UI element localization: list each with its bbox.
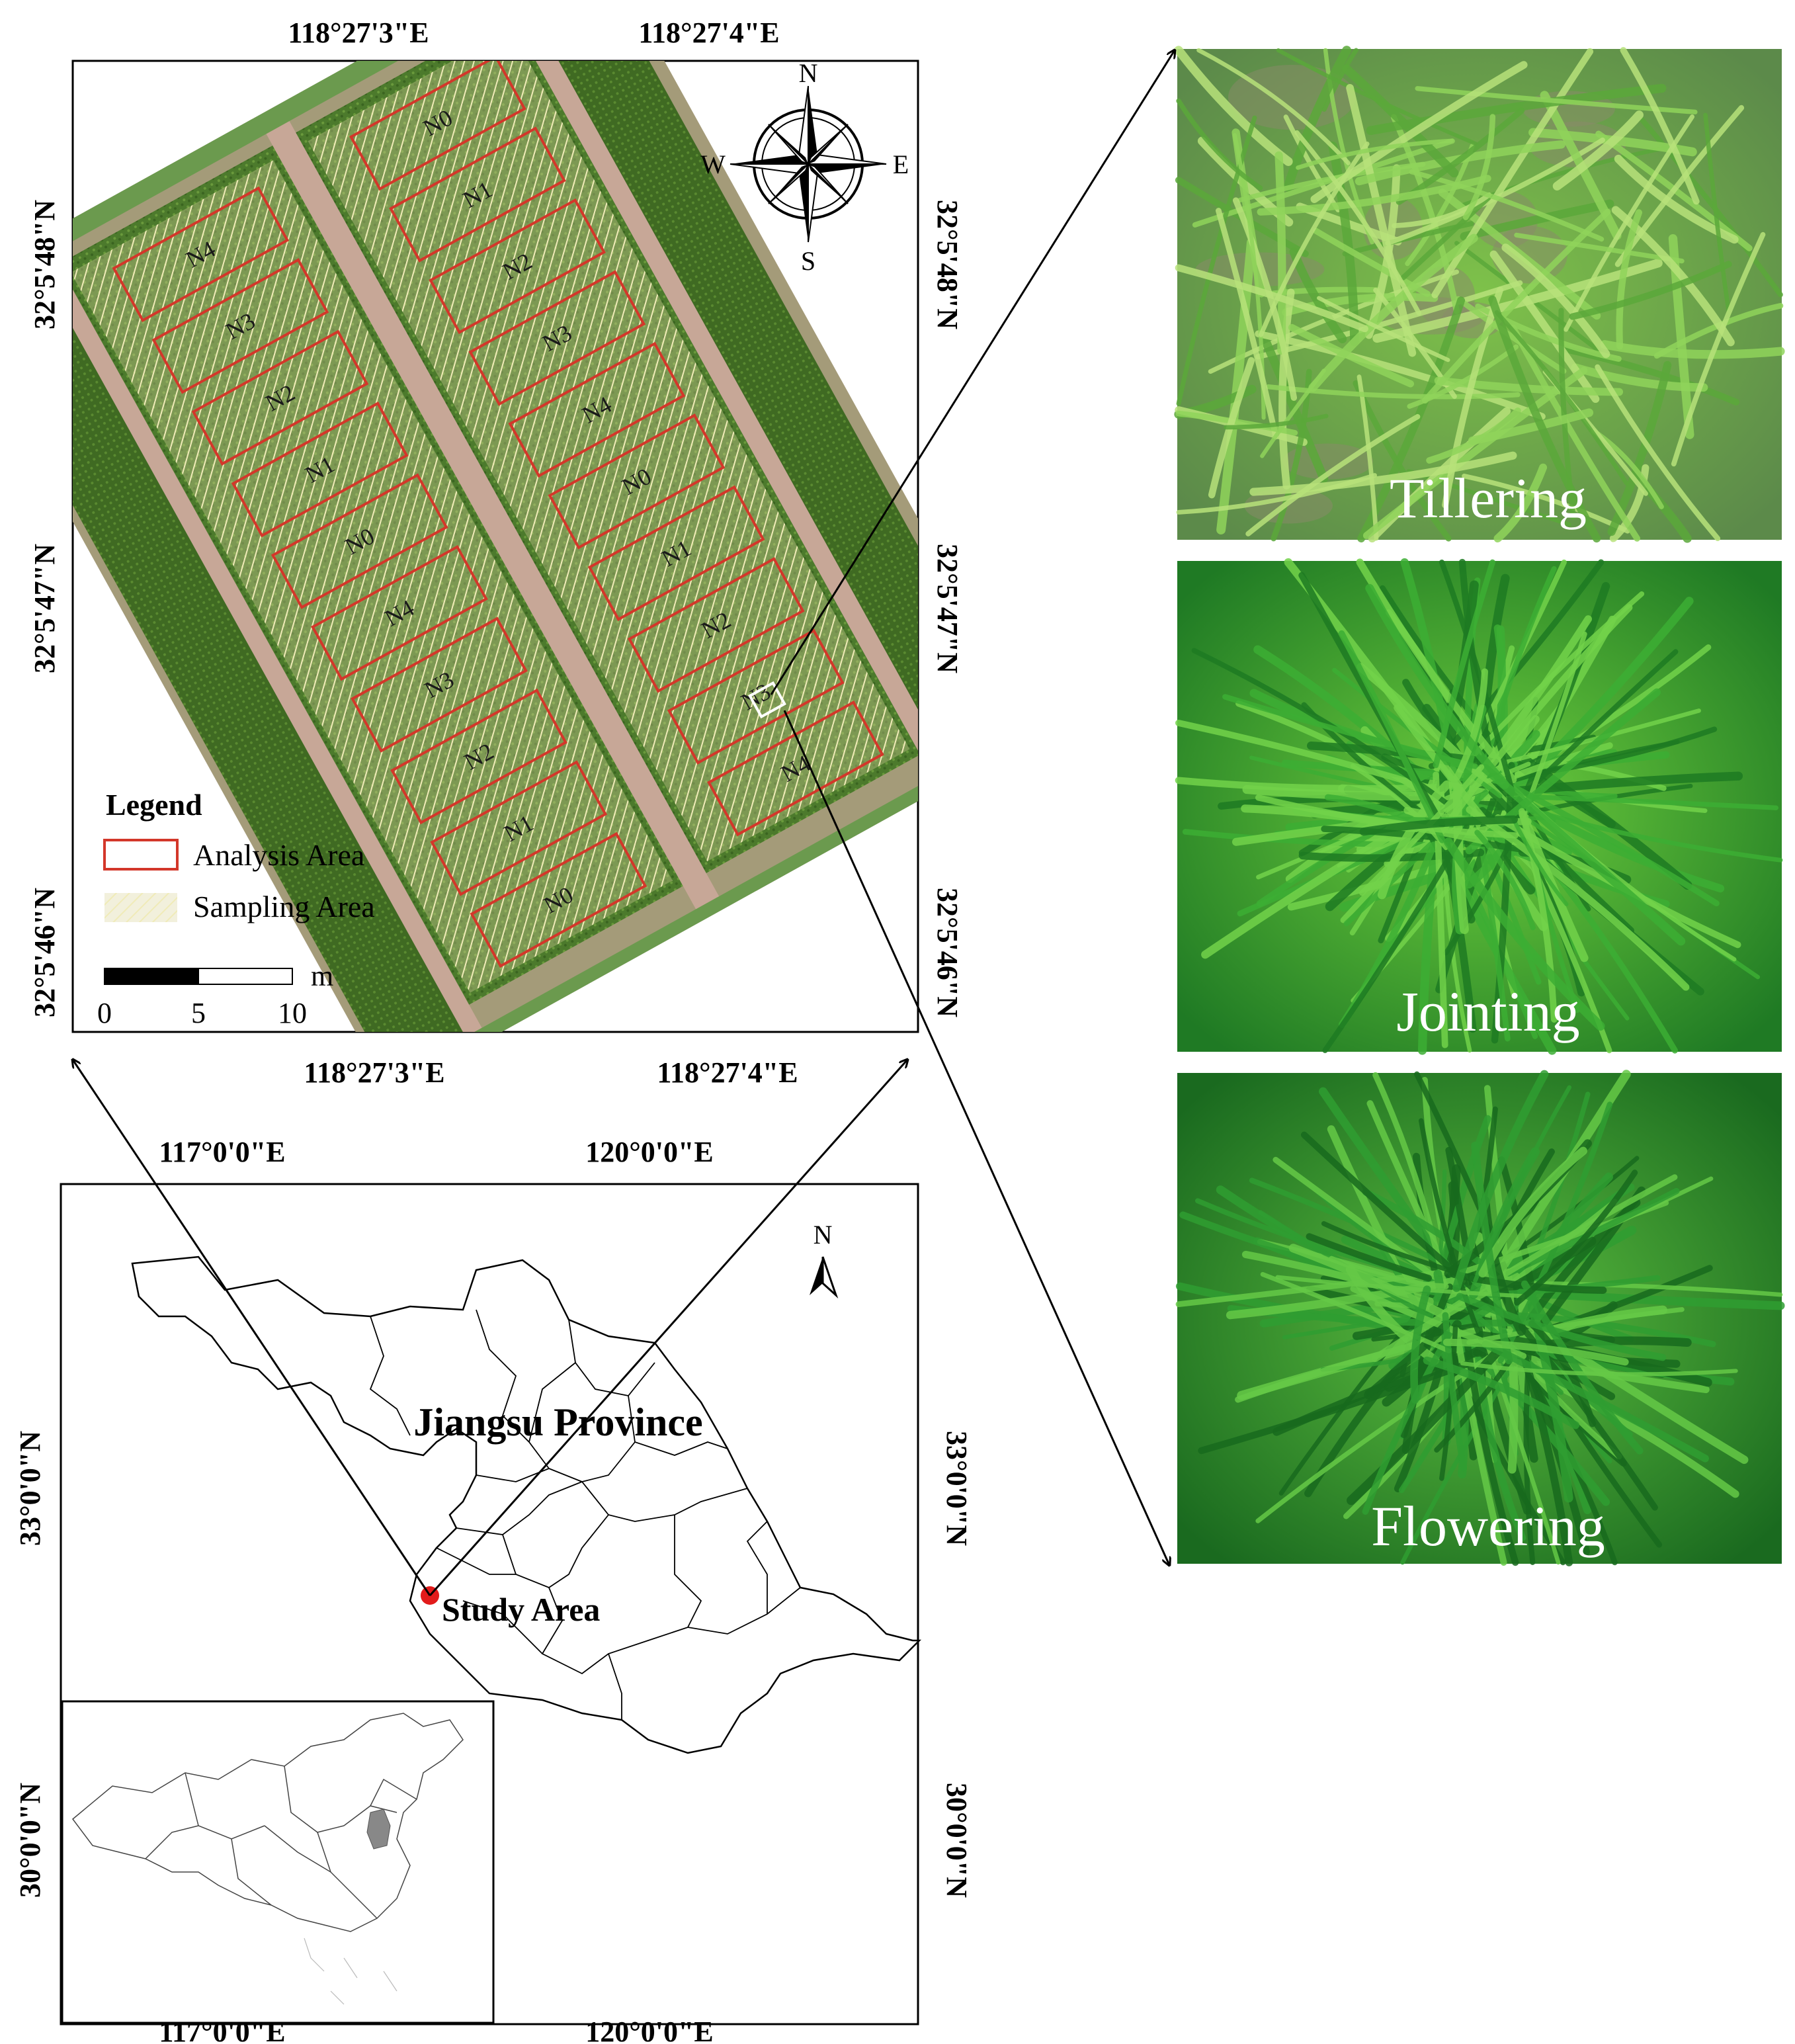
prov-top-coord-1: 117°0'0"E: [159, 1136, 285, 1168]
growth-stage-photos: Tillering Jointing Flowering: [1174, 46, 1785, 1566]
connector-arrows: [73, 50, 1175, 1596]
analysis-plot-left-3: [231, 402, 409, 538]
legend-analysis-swatch: [103, 839, 179, 871]
prov-bottom-coord-2: 120°0'0"E: [585, 2016, 714, 2044]
legend-sampling-label: Sampling Area: [193, 890, 375, 923]
arrow-to-field-right: [429, 1060, 907, 1596]
field-top-coord-2: 118°27'4"E: [638, 17, 779, 49]
prov-right-coord-2: 30°0'0"N: [940, 1783, 973, 1898]
photo-location-marker: [748, 681, 786, 719]
analysis-plot-left-6: [351, 617, 528, 753]
compass-w: W: [700, 149, 726, 179]
analysis-plot-right-1: [389, 126, 566, 263]
analysis-plot-left-1: [151, 258, 329, 394]
prov-left-coord-2: 30°0'0"N: [14, 1783, 46, 1898]
legend-title: Legend: [106, 788, 202, 822]
scale-unit: m: [311, 960, 333, 992]
analysis-plot-right-4: [508, 341, 686, 478]
arrow-to-field-left: [73, 1060, 431, 1596]
jiangsu-outline: [131, 1256, 922, 1754]
north-label: N: [814, 1220, 833, 1250]
scale-tick-5: 5: [191, 997, 206, 1029]
scale-bar: m 0 5 10: [97, 960, 333, 1029]
prov-right-coord-1: 33°0'0"N: [940, 1431, 973, 1546]
field-bottom-coord-2: 118°27'4"E: [657, 1056, 798, 1089]
analysis-plot-right-9: [707, 700, 884, 837]
legend-sampling-swatch: [104, 893, 177, 922]
compass-e: E: [893, 149, 909, 179]
prov-left-coord-1: 33°0'0"N: [14, 1431, 46, 1546]
field-right-coord-3: 32°5'46"N: [931, 888, 964, 1017]
analysis-plot-right-2: [429, 198, 606, 335]
analysis-plot-left-2: [191, 329, 369, 466]
arrow-to-tillering: [770, 50, 1175, 695]
field-bottom-coord-1: 118°27'3"E: [304, 1056, 444, 1089]
analysis-plot-right-8: [667, 628, 845, 765]
plots-left-column: [73, 160, 673, 993]
province-label: Jiangsu Province: [413, 1400, 702, 1444]
field-right-coord-1: 32°5'48"N: [931, 200, 964, 329]
rice-blades-jointing: [1175, 558, 1783, 1055]
analysis-plot-left-8: [430, 760, 608, 896]
china-inset: [61, 1700, 495, 2024]
rice-blades-flowering: [1175, 1070, 1785, 1566]
analysis-plot-left-7: [390, 688, 567, 825]
plots-right-column: [308, 61, 910, 862]
field-left-coord-1: 32°5'48"N: [28, 200, 61, 329]
prefecture-boundaries: [369, 1309, 801, 1720]
photo-jointing: Jointing: [1175, 558, 1783, 1055]
compass-rose-icon: N S E W: [700, 58, 909, 276]
scale-tick-0: 0: [97, 997, 112, 1029]
analysis-plot-left-5: [311, 544, 488, 681]
prov-top-coord-2: 120°0'0"E: [585, 1136, 714, 1168]
photo-label-tillering: Tillering: [1390, 466, 1587, 530]
rice-blades-tillering: [1174, 46, 1785, 543]
photo-tillering: Tillering: [1174, 46, 1785, 543]
field-top-coord-1: 118°27'3"E: [288, 17, 429, 49]
scale-tick-10: 10: [278, 997, 307, 1029]
analysis-plot-right-6: [587, 485, 765, 621]
analysis-plot-right-0: [349, 61, 526, 191]
field-left-coord-2: 32°5'47"N: [28, 544, 61, 673]
analysis-plot-left-4: [271, 473, 448, 609]
analysis-plot-left-9: [470, 831, 647, 968]
arrow-to-flowering: [783, 710, 1169, 1565]
photo-label-flowering: Flowering: [1371, 1494, 1605, 1558]
study-area-label: Study Area: [442, 1591, 600, 1628]
jiangsu-highlight: [366, 1809, 391, 1850]
analysis-plot-right-3: [468, 270, 646, 406]
legend-analysis-label: Analysis Area: [193, 838, 364, 872]
prov-bottom-coord-1: 117°0'0"E: [159, 2016, 285, 2044]
photo-flowering: Flowering: [1175, 1070, 1785, 1566]
analysis-plot-right-7: [627, 557, 805, 693]
photo-label-jointing: Jointing: [1396, 980, 1579, 1043]
field-right-coord-2: 32°5'47"N: [931, 544, 964, 673]
analysis-plot-right-5: [548, 413, 726, 550]
north-arrow-icon: N: [810, 1220, 839, 1299]
province-map-panel: N Jiangsu Province Study Area 117°0'0"E …: [14, 1136, 973, 2044]
compass-n: N: [799, 58, 818, 88]
legend: Legend Analysis Area Sampling Area: [103, 788, 375, 923]
analysis-plot-left-0: [112, 186, 290, 323]
compass-s: S: [801, 246, 815, 276]
field-left-coord-3: 32°5'46"N: [28, 888, 61, 1017]
